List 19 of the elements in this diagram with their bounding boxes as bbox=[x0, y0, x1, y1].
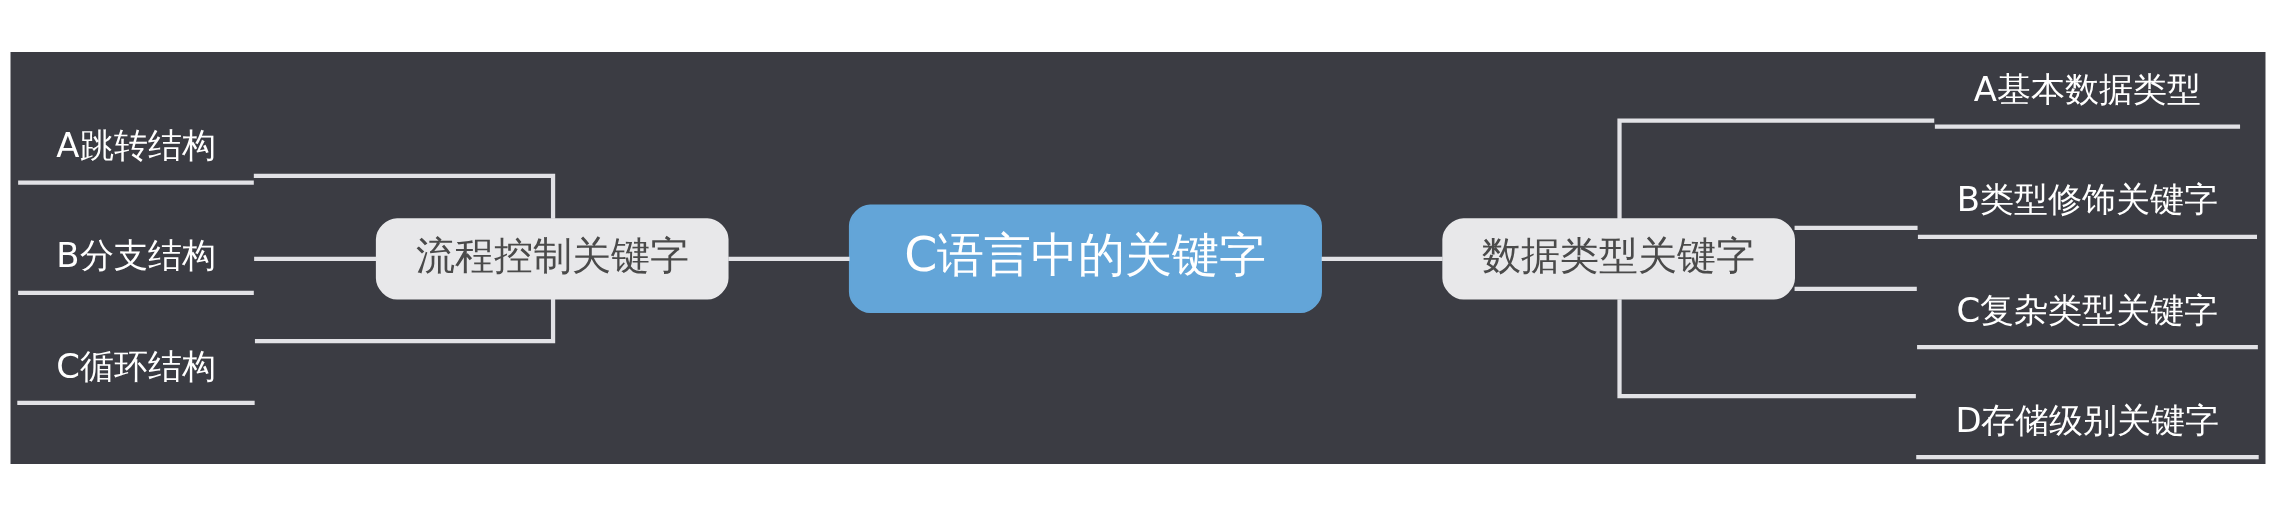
node-box: 流程控制关键字 bbox=[375, 218, 729, 300]
connector bbox=[1794, 286, 1917, 292]
node-text: B类型修饰关键字 bbox=[1956, 180, 2219, 220]
connector bbox=[1321, 256, 1443, 261]
node-text: A跳转结构 bbox=[56, 126, 216, 166]
node-box: 数据类型关键字 bbox=[1442, 218, 1795, 300]
node-text: C循环结构 bbox=[56, 346, 216, 386]
connector bbox=[1617, 299, 1916, 399]
connector bbox=[254, 256, 377, 261]
connector bbox=[1794, 225, 1918, 231]
connector bbox=[1617, 118, 1935, 219]
connector bbox=[254, 299, 556, 344]
node-text: A基本数据类型 bbox=[1973, 70, 2202, 110]
node-text: D存储级别关键字 bbox=[1955, 400, 2220, 440]
node-text: C复杂类型关键字 bbox=[1956, 290, 2219, 330]
connector bbox=[253, 173, 556, 219]
node-box: C语言中的关键字 bbox=[848, 204, 1322, 314]
connector bbox=[728, 256, 850, 261]
node-text: B分支结构 bbox=[56, 236, 216, 276]
